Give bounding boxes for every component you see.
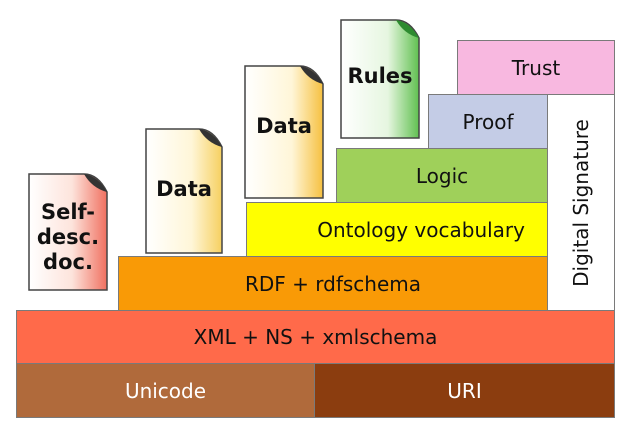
doc-data-1: Data [145,127,223,255]
layer-trust: Trust [457,40,615,95]
layer-ontology-label: Ontology vocabulary [317,217,525,242]
page-icon [340,19,420,139]
layer-xml-label: XML + NS + xmlschema [193,325,438,349]
doc-rules-label: Rules [347,64,413,88]
layer-ontology: Ontology vocabulary [246,202,548,257]
layer-uri: URI [314,363,615,418]
layer-logic-label: Logic [415,163,469,188]
layer-rdf-label: RDF + rdfschema [244,271,421,296]
layer-proof-label: Proof [462,109,514,134]
doc-self-desc-line2: desc. [36,225,100,249]
doc-self-desc-line1: Self- [40,200,96,224]
layer-unicode-label: Unicode [124,378,207,403]
layer-proof: Proof [428,94,548,149]
layer-digital-signature: Digital Signature [547,94,615,311]
doc-rules: Rules [340,18,420,140]
doc-data-1-label: Data [156,177,212,201]
layer-trust-label: Trust [511,55,561,80]
doc-self-desc: Self- desc. doc. [28,172,108,292]
layer-unicode: Unicode [16,363,315,418]
page-icon [145,128,223,254]
doc-data-2: Data [244,64,324,200]
layer-uri-label: URI [447,378,482,403]
page-icon [244,65,324,199]
layer-rdf: RDF + rdfschema [118,256,548,311]
doc-data-2-label: Data [256,114,312,138]
page-icon [28,173,108,291]
doc-self-desc-line3: doc. [43,250,93,274]
layer-digital-signature-label: Digital Signature [569,118,593,287]
layer-logic: Logic [336,148,548,203]
layer-xml: XML + NS + xmlschema [16,310,615,364]
